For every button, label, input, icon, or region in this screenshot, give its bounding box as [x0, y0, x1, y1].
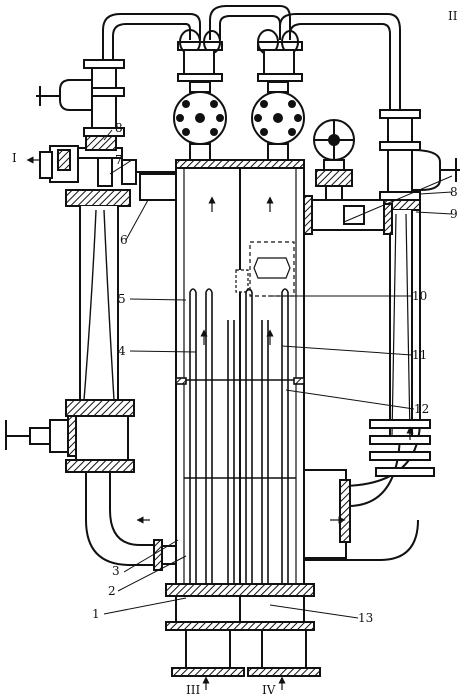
label-stream-III: III: [186, 683, 200, 697]
label-part-13: 13: [358, 611, 373, 625]
top-crossover-pipes: [102, 5, 401, 110]
label-part-9: 9: [450, 207, 458, 221]
label-part-11: 11: [412, 348, 427, 362]
label-stream-II: II: [448, 9, 458, 23]
bottom-headers: [165, 583, 321, 677]
left-riser: [65, 189, 135, 473]
right-upper-valve: [379, 109, 460, 201]
sight-window: [235, 241, 295, 297]
label-part-1: 1: [92, 607, 100, 621]
baffle-plates: [175, 377, 305, 479]
right-riser-fins: [369, 419, 435, 477]
label-part-5: 5: [118, 292, 126, 306]
flow-arrows: [26, 156, 414, 690]
label-part-8-right: 8: [450, 185, 458, 199]
upper-left-valve: [36, 59, 125, 137]
label-part-10: 10: [412, 289, 427, 303]
label-part-8-left: 8: [115, 121, 123, 135]
right-outlet-branch: [303, 195, 393, 235]
right-lower-box: [303, 469, 351, 559]
bolted-cover-right: [251, 81, 305, 165]
label-part-3: 3: [112, 564, 120, 578]
label-part-7: 7: [115, 153, 123, 167]
left-handwheel: [5, 415, 77, 457]
crossover-flanges: [177, 29, 303, 82]
label-part-12: 12: [414, 402, 429, 416]
tube-bundle: [189, 288, 289, 590]
right-riser: [379, 199, 421, 441]
label-part-4: 4: [118, 344, 126, 358]
top-handwheel: [313, 119, 355, 207]
lower-left-flange: [153, 539, 177, 571]
bolted-cover-left: [173, 81, 227, 165]
label-stream-I: I: [12, 151, 17, 165]
leader-lines: [103, 129, 453, 619]
label-stream-IV: IV: [262, 683, 276, 697]
label-part-6: 6: [120, 233, 128, 247]
label-part-2: 2: [108, 584, 116, 598]
